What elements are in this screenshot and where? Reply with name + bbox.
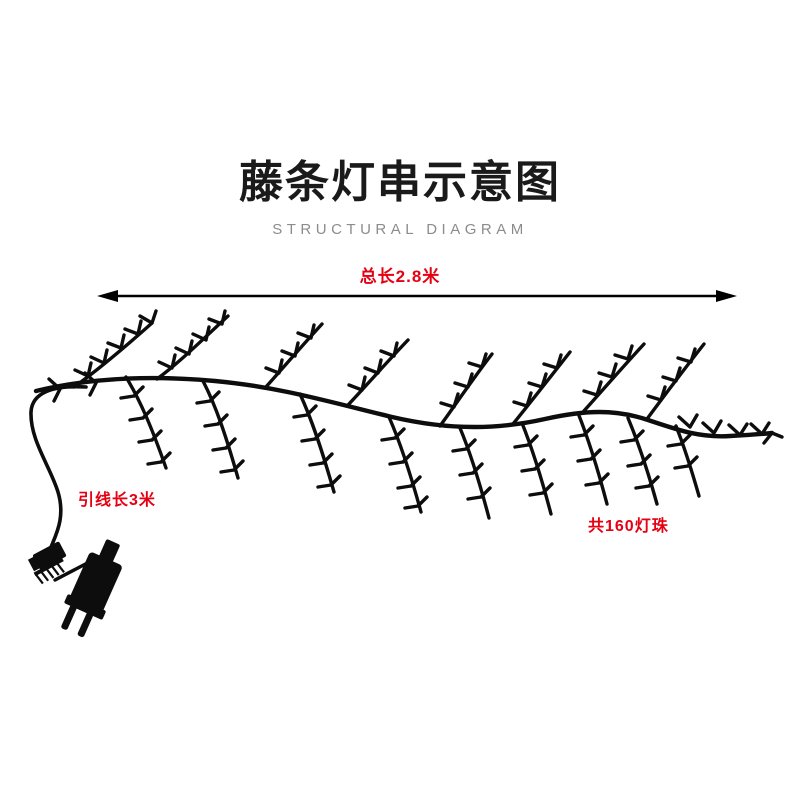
dimension-arrow-total-length [97, 290, 737, 302]
vine-branch-up-2 [155, 309, 230, 381]
vine-branch-up-5 [438, 352, 494, 428]
vine-branch-down-2 [195, 379, 245, 480]
vine-branches-lower [47, 371, 701, 520]
inline-connector-icon [27, 541, 67, 585]
vine-branch-down-3 [292, 392, 342, 494]
vine-branch-up-3 [263, 322, 324, 390]
vine-branch-up-4 [346, 338, 410, 407]
vine-branch-down-9 [666, 424, 701, 498]
vine-twigs-right-stem [677, 413, 784, 445]
vine-branch-down-7 [569, 411, 610, 506]
power-plug-icon [61, 539, 122, 638]
vine-branch-down-8 [619, 416, 660, 506]
vine-twigs-left-stem [47, 371, 98, 403]
vine-branch-down-4 [380, 415, 429, 514]
vine-branch-up-6 [511, 350, 572, 426]
vine-branches-upper [72, 309, 784, 445]
vine-branch-down-1 [119, 375, 172, 470]
vine-branch-up-7 [581, 342, 646, 414]
vine-branch-up-1 [72, 309, 158, 389]
vine-branch-down-6 [513, 421, 554, 516]
vine-main-stem [33, 375, 775, 439]
vine-branch-up-8 [645, 342, 706, 421]
vine-branch-down-5 [451, 426, 492, 520]
